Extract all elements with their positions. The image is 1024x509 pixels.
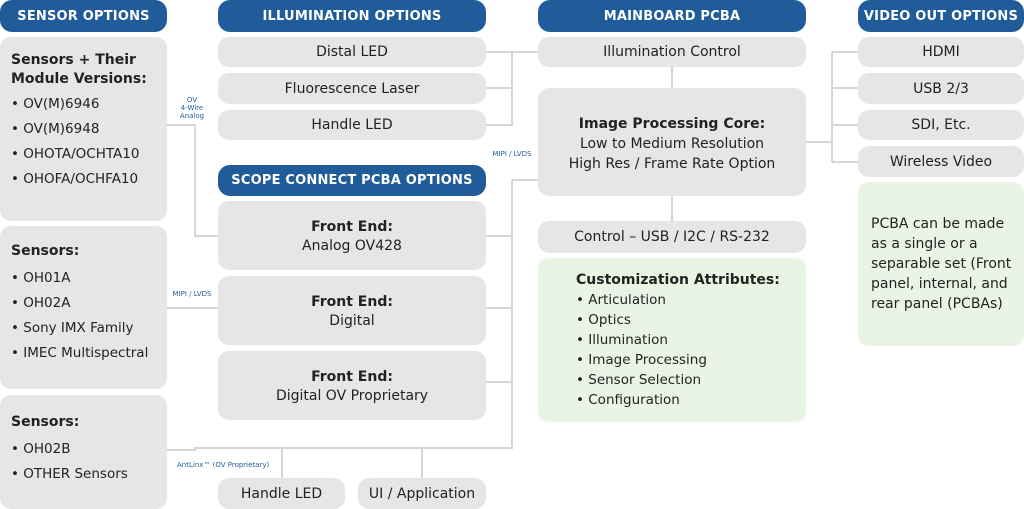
- front-end-digital: Front End: Digital: [218, 276, 486, 345]
- ov-label-line3: Analog: [179, 112, 205, 120]
- illum-fluorescence-laser: Fluorescence Laser: [218, 73, 486, 104]
- front-end-value: Analog OV428: [302, 238, 402, 254]
- video-wireless: Wireless Video: [858, 146, 1024, 177]
- sensor-group-2-title: Sensors:: [11, 243, 80, 259]
- illumination-control: Illumination Control: [538, 37, 806, 67]
- scope-connect-header: SCOPE CONNECT PCBA OPTIONS: [218, 165, 486, 196]
- sensor-item: • OTHER Sensors: [11, 466, 128, 482]
- illum-handle-led: Handle LED: [218, 110, 486, 140]
- front-end-analog: Front End: Analog OV428: [218, 201, 486, 270]
- pcba-note-line3: separable set (Front: [871, 256, 1012, 272]
- front-end-title: Front End:: [311, 219, 393, 235]
- sensor-item: • OV(M)6946: [11, 96, 100, 112]
- pcba-note-line2: as a single or a: [871, 236, 978, 252]
- customization-item: • Optics: [576, 312, 631, 328]
- control-interfaces: Control – USB / I2C / RS-232: [538, 221, 806, 253]
- sensor-item: • OHOTA/OCHTA10: [11, 146, 140, 162]
- sensor-group-1-title-line2: Module Versions:: [11, 71, 147, 87]
- illum-distal-led: Distal LED: [218, 37, 486, 67]
- customization-item: • Articulation: [576, 292, 666, 308]
- sensor-item: • OV(M)6948: [11, 121, 100, 137]
- ov-label-line2: 4-Wire: [180, 104, 204, 112]
- video-out-options-header: VIDEO OUT OPTIONS: [858, 0, 1024, 32]
- front-end-value: Digital: [329, 313, 375, 329]
- ov-analog-label: OV 4-Wire Analog: [176, 96, 208, 120]
- customization-attributes: Customization Attributes: • Articulation…: [538, 258, 806, 422]
- sensor-item: • OHOFA/OCHFA10: [11, 171, 139, 187]
- sensor-options-header: SENSOR OPTIONS: [0, 0, 167, 32]
- video-hdmi: HDMI: [858, 37, 1024, 67]
- sensor-group-1: Sensors + Their Module Versions: • OV(M)…: [0, 37, 167, 221]
- video-sdi: SDI, Etc.: [858, 110, 1024, 140]
- sensor-group-3: Sensors: • OH02B • OTHER Sensors: [0, 395, 167, 509]
- sensor-item: • OH02A: [11, 295, 71, 311]
- front-end-digital-ov: Front End: Digital OV Proprietary: [218, 351, 486, 420]
- sensor-item: • OH01A: [11, 270, 71, 286]
- ov-label-line1: OV: [186, 96, 198, 104]
- pcba-note: PCBA can be made as a single or a separa…: [858, 182, 1024, 346]
- sensor-item: • Sony IMX Family: [11, 320, 134, 336]
- core-line3: High Res / Frame Rate Option: [568, 156, 776, 172]
- front-end-value: Digital OV Proprietary: [275, 388, 429, 404]
- mainboard-pcba-header: MAINBOARD PCBA: [538, 0, 806, 32]
- mipi-lvds-main-label: MIPI / LVDS: [492, 150, 532, 158]
- sensor-group-1-title-line1: Sensors + Their: [11, 52, 136, 68]
- core-line2: Low to Medium Resolution: [579, 136, 765, 152]
- pcba-note-line5: rear panel (PCBAs): [871, 296, 1003, 312]
- customization-title: Customization Attributes:: [576, 272, 780, 288]
- video-usb: USB 2/3: [858, 73, 1024, 104]
- front-end-title: Front End:: [311, 369, 393, 385]
- pcba-note-line1: PCBA can be made: [871, 216, 1005, 232]
- sensor-item: • OH02B: [11, 441, 71, 457]
- sensor-group-3-title: Sensors:: [11, 414, 80, 430]
- front-end-title: Front End:: [311, 294, 393, 310]
- image-processing-core: Image Processing Core: Low to Medium Res…: [538, 88, 806, 196]
- customization-item: • Image Processing: [576, 352, 707, 368]
- core-title: Image Processing Core:: [578, 116, 766, 132]
- illumination-options-header: ILLUMINATION OPTIONS: [218, 0, 486, 32]
- customization-item: • Configuration: [576, 392, 680, 408]
- bottom-ui-application: UI / Application: [358, 478, 486, 509]
- customization-item: • Illumination: [576, 332, 668, 348]
- customization-item: • Sensor Selection: [576, 372, 702, 388]
- antlinx-label: AntLinx™ (OV Proprietary): [177, 461, 270, 469]
- mipi-lvds-left-label: MIPI / LVDS: [172, 290, 212, 298]
- pcba-note-line4: panel, internal, and: [871, 276, 1008, 292]
- sensor-group-2: Sensors: • OH01A • OH02A • Sony IMX Fami…: [0, 226, 167, 389]
- sensor-item: • IMEC Multispectral: [11, 345, 149, 361]
- bottom-handle-led: Handle LED: [218, 478, 345, 509]
